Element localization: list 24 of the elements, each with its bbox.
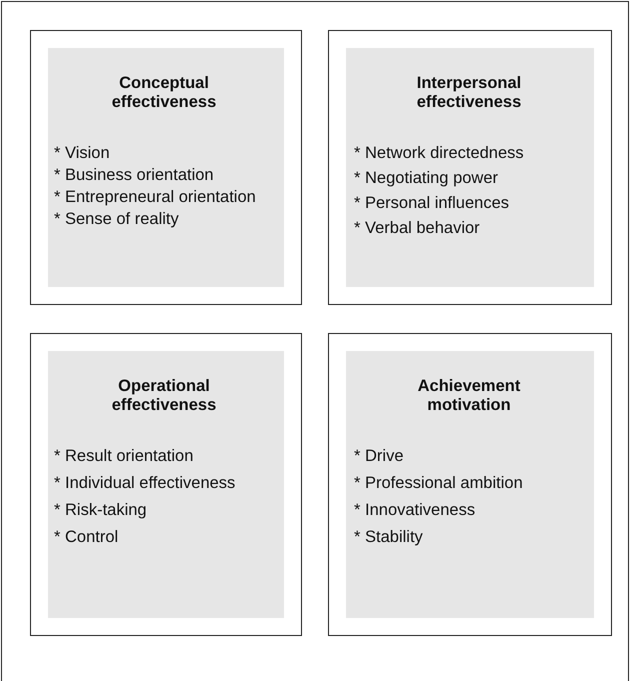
bullet-item: * Risk-taking <box>54 501 147 520</box>
bullet-item: * Drive <box>354 447 405 466</box>
box-heading: Operational effectiveness <box>110 377 218 415</box>
category-box <box>30 30 302 305</box>
bullet-item: * Business orientation <box>54 166 214 185</box>
box-heading: Conceptual effectiveness <box>110 74 218 112</box>
bullet-item: * Individual effectiveness <box>54 474 236 493</box>
category-box <box>30 333 302 636</box>
bullet-item: * Control <box>54 528 120 547</box>
bullet-item: * Innovativeness <box>354 501 476 520</box>
bullet-item: * Network directedness <box>354 144 524 163</box>
bullet-item: * Sense of reality <box>54 210 179 229</box>
bullet-item: * Vision <box>54 144 111 163</box>
category-box <box>328 30 612 305</box>
bullet-item: * Verbal behavior <box>354 219 480 238</box>
bullet-item: * Result orientation <box>54 447 194 466</box>
box-heading: Interpersonal effectiveness <box>416 74 522 112</box>
category-box <box>328 333 612 636</box>
bullet-item: * Stability <box>354 528 424 547</box>
box-heading: Achievement motivation <box>416 377 522 415</box>
bullet-item: * Entrepreneural orientation <box>54 188 256 207</box>
bullet-item: * Professional ambition <box>354 474 523 493</box>
bullet-item: * Negotiating power <box>354 169 498 188</box>
bullet-item: * Personal influences <box>354 194 510 213</box>
